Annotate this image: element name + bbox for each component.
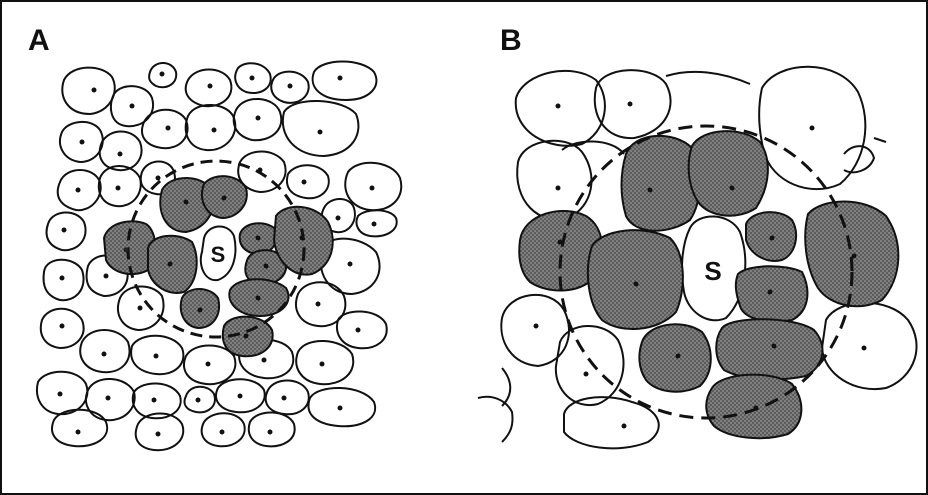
cell-edge [874,138,886,142]
cell [357,210,397,236]
cell [517,141,591,220]
cell [99,166,141,206]
shaded-cell [588,230,683,329]
shaded-cell [622,136,701,231]
cell [595,70,671,138]
cell [186,105,236,150]
cell [296,341,353,384]
cell [822,303,917,389]
cell [142,110,188,148]
shaded-cell [689,131,768,216]
cell [202,413,245,446]
panel-b: S [478,67,917,449]
cell [287,165,329,198]
cell [266,380,309,414]
shaded-cell [716,319,822,379]
cell-edge [478,397,513,442]
shaded-cell [706,375,801,439]
panel-a: S [37,62,401,451]
cell [283,101,359,156]
cell [556,326,624,405]
cell [313,62,377,101]
cell-edge [666,72,750,84]
cell [249,412,295,446]
cell [516,71,605,146]
cell-edge [502,368,510,406]
cell [337,311,387,348]
cell [501,295,569,366]
panel-a-center-cell-label: S [211,242,226,267]
cell [52,410,107,447]
shaded-cell [805,202,898,307]
cell [80,330,129,372]
shaded-cell [639,324,710,391]
cell [100,132,142,171]
cell [86,379,135,420]
panel-b-center-cell-label: S [704,256,721,286]
cell [62,68,114,114]
